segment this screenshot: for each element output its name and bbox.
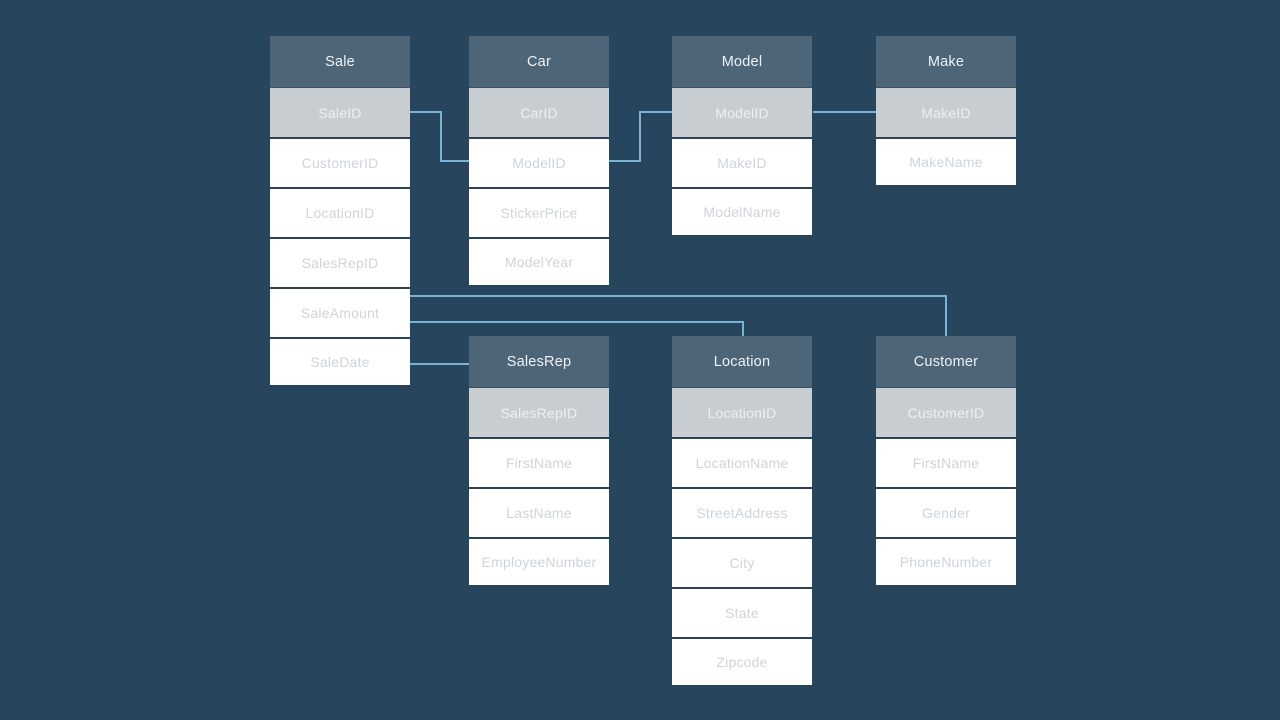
relationship-line-model-car xyxy=(639,111,673,113)
entity-table-title: Model xyxy=(672,36,812,87)
primary-key-row[interactable]: ModelID xyxy=(672,87,812,137)
column-row[interactable]: Gender xyxy=(876,487,1016,537)
column-row[interactable]: ModelYear xyxy=(469,237,609,287)
relationship-line-car-sale xyxy=(440,160,471,162)
column-row[interactable]: MakeID xyxy=(672,137,812,187)
column-row[interactable]: LocationID xyxy=(270,187,410,237)
primary-key-row[interactable]: MakeID xyxy=(876,87,1016,137)
entity-table-title: Make xyxy=(876,36,1016,87)
relationship-line-car-sale xyxy=(410,111,442,113)
column-row[interactable]: StickerPrice xyxy=(469,187,609,237)
entity-table-title: SalesRep xyxy=(469,336,609,387)
column-row[interactable]: SaleAmount xyxy=(270,287,410,337)
column-row[interactable]: SaleDate xyxy=(270,337,410,387)
column-row[interactable]: ModelName xyxy=(672,187,812,237)
column-row[interactable]: State xyxy=(672,587,812,637)
primary-key-row[interactable]: SalesRepID xyxy=(469,387,609,437)
relationship-line-model-car xyxy=(639,111,641,162)
relationship-line-sale-location xyxy=(742,321,744,338)
relationship-line-sale-customer xyxy=(945,295,947,337)
primary-key-row[interactable]: LocationID xyxy=(672,387,812,437)
column-row[interactable]: City xyxy=(672,537,812,587)
column-row[interactable]: LocationName xyxy=(672,437,812,487)
primary-key-row[interactable]: CustomerID xyxy=(876,387,1016,437)
primary-key-row[interactable]: SaleID xyxy=(270,87,410,137)
column-row[interactable]: Zipcode xyxy=(672,637,812,687)
column-row[interactable]: CustomerID xyxy=(270,137,410,187)
relationship-line-model-car xyxy=(609,160,641,162)
column-row[interactable]: PhoneNumber xyxy=(876,537,1016,587)
column-row[interactable]: LastName xyxy=(469,487,609,537)
entity-table-title: Customer xyxy=(876,336,1016,387)
relationship-line-sale-customer xyxy=(410,295,947,297)
column-row[interactable]: SalesRepID xyxy=(270,237,410,287)
column-row[interactable]: ModelID xyxy=(469,137,609,187)
relationship-line-sale-salesrep xyxy=(410,363,470,365)
primary-key-row[interactable]: CarID xyxy=(469,87,609,137)
relationship-line-make-model xyxy=(813,111,877,113)
column-row[interactable]: FirstName xyxy=(469,437,609,487)
relationship-line-car-sale xyxy=(440,111,442,161)
entity-table-title: Sale xyxy=(270,36,410,87)
entity-table-title: Car xyxy=(469,36,609,87)
column-row[interactable]: MakeName xyxy=(876,137,1016,187)
column-row[interactable]: FirstName xyxy=(876,437,1016,487)
column-row[interactable]: EmployeeNumber xyxy=(469,537,609,587)
column-row[interactable]: StreetAddress xyxy=(672,487,812,537)
relationship-line-sale-location xyxy=(410,321,744,323)
entity-table-title: Location xyxy=(672,336,812,387)
